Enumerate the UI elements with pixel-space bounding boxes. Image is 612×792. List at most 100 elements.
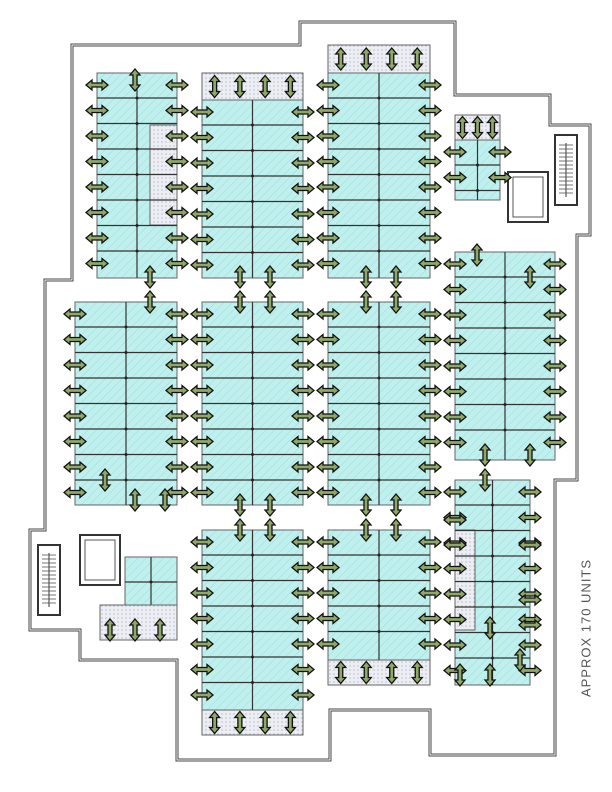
double-arrow-icon — [471, 115, 484, 140]
double-arrow-icon — [189, 435, 215, 448]
double-arrow-icon — [417, 460, 443, 474]
column-dot — [251, 579, 254, 582]
column-dot — [377, 630, 381, 633]
double-arrow-icon — [103, 617, 117, 643]
column-dot — [503, 352, 507, 355]
double-arrow-icon — [517, 562, 543, 575]
unit-block — [454, 479, 531, 686]
double-arrow-icon — [233, 264, 247, 290]
double-arrow-icon — [389, 289, 403, 315]
column-dot — [503, 403, 507, 406]
double-arrow-icon — [233, 710, 247, 735]
double-arrow-icon — [208, 74, 222, 99]
double-arrow-icon — [315, 155, 341, 168]
lift-wall — [507, 171, 549, 223]
unit-block — [201, 529, 304, 736]
column-dot — [491, 554, 494, 558]
double-arrow-icon — [542, 334, 568, 347]
double-arrow-icon — [315, 535, 341, 549]
double-arrow-icon — [417, 180, 443, 194]
double-arrow-icon — [487, 171, 513, 184]
column-dot — [135, 147, 139, 151]
service-strip — [201, 709, 304, 736]
service-strip — [327, 659, 431, 686]
double-arrow-icon — [84, 206, 110, 219]
column-dot — [503, 275, 507, 279]
double-arrow-icon — [164, 180, 190, 194]
double-arrow-icon — [62, 460, 88, 474]
double-arrow-icon — [164, 358, 190, 372]
double-arrow-icon — [189, 333, 215, 346]
double-arrow-icon — [417, 155, 443, 168]
double-arrow-icon — [189, 182, 215, 195]
double-arrow-icon — [128, 487, 142, 513]
double-arrow-icon — [290, 384, 316, 397]
double-arrow-icon — [417, 129, 443, 143]
double-arrow-icon — [389, 517, 403, 543]
double-arrow-icon — [189, 460, 215, 474]
column-dot — [251, 123, 254, 127]
double-arrow-icon — [290, 637, 316, 651]
column-dot — [251, 251, 254, 254]
lift-car — [84, 539, 116, 581]
double-arrow-icon — [164, 206, 190, 219]
double-arrow-icon — [417, 612, 443, 625]
unit-block — [327, 529, 431, 686]
double-arrow-icon — [290, 663, 316, 676]
double-arrow-icon — [189, 663, 215, 676]
double-arrow-icon — [62, 358, 88, 372]
double-arrow-icon — [442, 562, 468, 575]
exterior-walls — [28, 20, 592, 762]
double-arrow-icon — [389, 492, 403, 518]
column-dot — [503, 301, 507, 304]
double-arrow-icon — [164, 435, 190, 448]
double-arrow-icon — [315, 409, 341, 423]
column-dot — [251, 681, 254, 684]
double-arrow-icon — [315, 333, 341, 346]
double-arrow-icon — [290, 182, 316, 195]
double-arrow-icon — [290, 460, 316, 474]
double-arrow-icon — [263, 517, 277, 543]
double-arrow-icon — [315, 612, 341, 625]
column-dot — [251, 655, 254, 659]
double-arrow-icon — [359, 289, 373, 315]
double-arrow-icon — [189, 207, 215, 221]
double-arrow-icon — [164, 257, 190, 270]
double-arrow-icon — [189, 561, 215, 574]
column-dot — [124, 427, 128, 431]
unit-block — [96, 72, 178, 279]
column-dot — [377, 553, 381, 557]
column-dot — [135, 249, 139, 253]
double-arrow-icon — [517, 485, 543, 499]
double-arrow-icon — [523, 264, 537, 290]
double-arrow-icon — [359, 264, 373, 290]
double-arrow-icon — [189, 258, 215, 272]
column-dot — [135, 122, 139, 125]
double-arrow-icon — [417, 637, 443, 651]
double-arrow-icon — [290, 612, 316, 625]
double-arrow-icon — [189, 486, 215, 499]
double-arrow-icon — [442, 257, 468, 271]
double-arrow-icon — [143, 264, 157, 290]
double-arrow-icon — [290, 409, 316, 423]
unit-block — [74, 301, 178, 506]
double-arrow-icon — [290, 435, 316, 448]
double-arrow-icon — [143, 289, 157, 315]
column-dot — [503, 428, 507, 432]
double-arrow-icon — [417, 257, 443, 270]
double-arrow-icon — [84, 104, 110, 117]
double-arrow-icon — [62, 409, 88, 423]
double-arrow-icon — [62, 307, 88, 321]
stairwell — [37, 544, 61, 616]
unit-block — [327, 44, 431, 279]
column-dot — [377, 147, 381, 151]
column-dot — [251, 453, 254, 456]
double-arrow-icon — [62, 486, 88, 499]
double-arrow-icon — [315, 129, 341, 143]
unit-block — [327, 301, 431, 506]
double-arrow-icon — [417, 358, 443, 372]
double-arrow-icon — [542, 385, 568, 398]
double-arrow-icon — [517, 618, 543, 632]
double-arrow-icon — [189, 409, 215, 423]
column-dot — [377, 325, 381, 329]
